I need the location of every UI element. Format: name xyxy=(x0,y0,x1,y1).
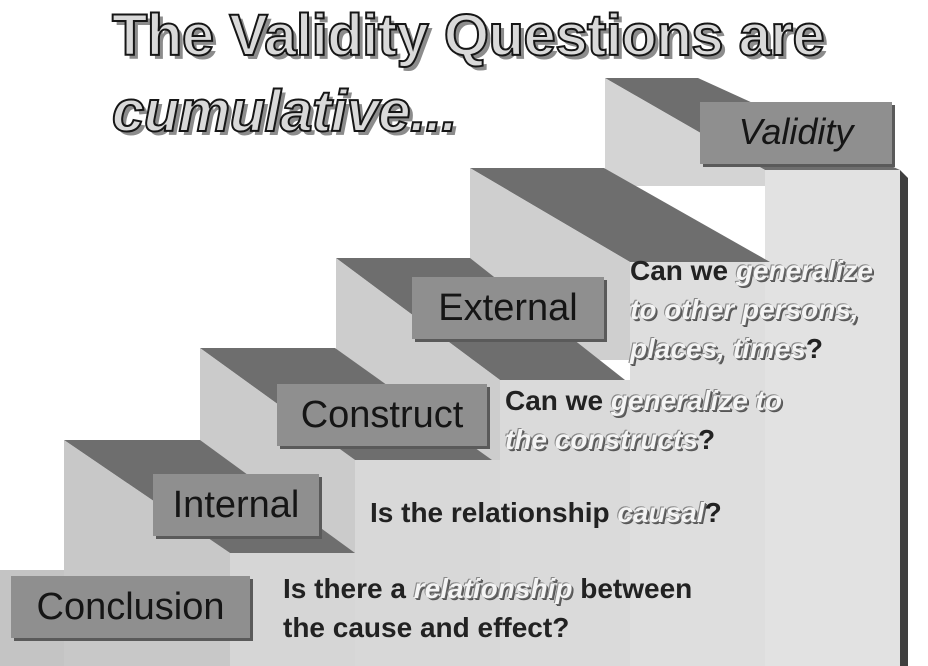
question-external-line-3-post: ? xyxy=(805,333,823,364)
question-external-line-2: to other persons, xyxy=(630,294,859,325)
question-external-line-3: places, times? xyxy=(630,333,823,365)
question-external-line-3-emphasis: places, times xyxy=(630,333,806,364)
step-1-riser xyxy=(230,553,355,666)
question-construct-line-2-post: ? xyxy=(697,424,716,455)
question-construct-pre: Can we xyxy=(505,385,611,416)
question-construct-line-2-emphasis: the constructs xyxy=(505,424,698,455)
step-2-riser xyxy=(355,460,500,666)
step-3-riser xyxy=(500,380,630,666)
question-conclusion-post: between xyxy=(572,573,693,604)
question-conclusion-emphasis: relationship xyxy=(413,573,573,604)
question-internal-emphasis: causal xyxy=(617,497,705,528)
step-label-conclusion: Conclusion xyxy=(11,576,250,638)
title-line-2: cumulative... xyxy=(111,78,458,145)
question-internal: Is the relationship causal? xyxy=(370,497,722,529)
question-conclusion-line-2: the cause and effect? xyxy=(283,612,570,643)
staircase-right-edge xyxy=(900,170,908,666)
question-external-line-1: Can we generalize xyxy=(630,255,873,287)
question-external-emphasis: generalize xyxy=(735,255,873,286)
question-construct-line-1: Can we generalize to xyxy=(505,385,782,417)
step-5-riser xyxy=(765,170,900,666)
question-internal-pre: Is the relationship xyxy=(370,497,618,528)
question-internal-post: ? xyxy=(704,497,722,528)
step-label-internal: Internal xyxy=(153,474,319,536)
question-construct-line-2: the constructs? xyxy=(505,424,715,456)
step-label-construct: Construct xyxy=(277,384,487,446)
question-conclusion-pre: Is there a xyxy=(283,573,414,604)
step-4-riser xyxy=(630,262,765,666)
question-conclusion-line-1: Is there a relationship between xyxy=(283,573,692,605)
step-label-external: External xyxy=(412,277,604,339)
title-line-1: The Validity Questions are xyxy=(111,2,826,69)
question-construct-emphasis: generalize to xyxy=(610,385,782,416)
step-label-validity: Validity xyxy=(700,102,892,164)
question-external-pre: Can we xyxy=(630,255,736,286)
step-4-top xyxy=(470,168,770,262)
